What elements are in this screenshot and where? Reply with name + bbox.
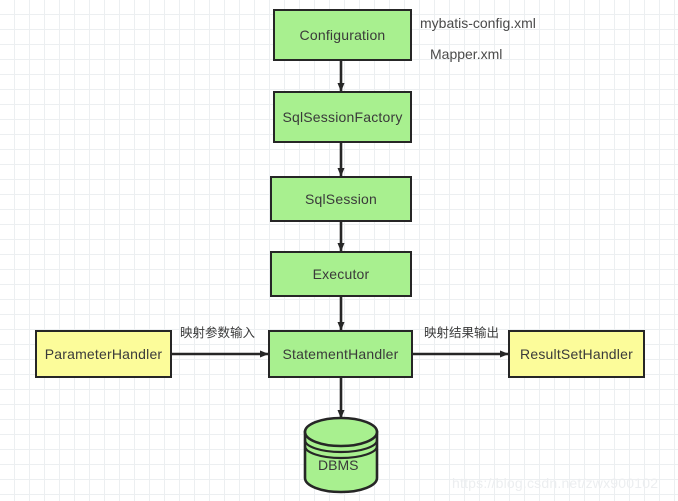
edge-label-mapping-result-output: 映射结果输出	[424, 326, 500, 340]
node-statementhandler-label: StatementHandler	[282, 346, 399, 362]
node-sqlsession-label: SqlSession	[304, 191, 378, 207]
node-sqlsession[interactable]: SqlSession	[270, 176, 412, 222]
annotation-mapper-xml: Mapper.xml	[430, 46, 503, 62]
node-configuration-label: Configuration	[299, 27, 386, 43]
node-dbms-label: DBMS	[318, 457, 359, 473]
node-executor[interactable]: Executor	[270, 251, 412, 297]
edge-label-mapping-parameter-input: 映射参数输入	[180, 326, 256, 340]
node-resultsethandler[interactable]: ResultSetHandler	[508, 330, 645, 378]
node-statementhandler[interactable]: StatementHandler	[268, 330, 413, 378]
annotation-mybatis-config-xml: mybatis-config.xml	[420, 15, 536, 31]
node-sqlsessionfactory[interactable]: SqlSessionFactory	[273, 91, 412, 143]
node-sqlsessionfactory-label: SqlSessionFactory	[282, 109, 403, 125]
node-parameterhandler[interactable]: ParameterHandler	[35, 330, 172, 378]
node-resultsethandler-label: ResultSetHandler	[520, 346, 633, 362]
node-executor-label: Executor	[312, 266, 370, 282]
node-configuration[interactable]: Configuration	[273, 9, 412, 61]
dbms-cylinder-shape	[303, 416, 379, 494]
node-parameterhandler-label: ParameterHandler	[44, 346, 163, 362]
